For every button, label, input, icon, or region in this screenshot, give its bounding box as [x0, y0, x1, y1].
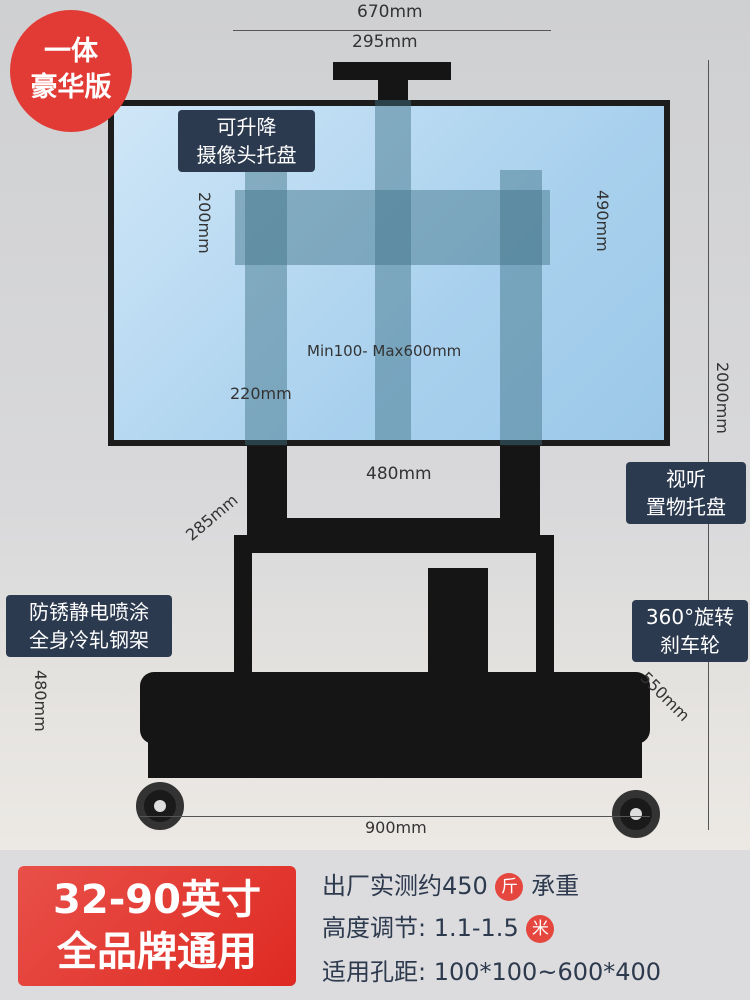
label-text: 刹车轮	[660, 633, 720, 657]
label-wheels: 360°旋转刹车轮	[632, 600, 748, 662]
wheel-left	[136, 782, 184, 830]
left-upright-ghost	[245, 170, 287, 445]
dim-490: 490mm	[593, 190, 612, 252]
dim-line-670	[233, 30, 551, 31]
dim-200: 200mm	[195, 192, 214, 254]
promo-line2: 全品牌通用	[57, 929, 257, 975]
spec-height: 高度调节: 1.1-1.5 米	[322, 908, 555, 943]
dim-220: 220mm	[230, 384, 292, 403]
dim-vesa-range: Min100- Max600mm	[307, 342, 462, 360]
unit-badge: 斤	[495, 873, 524, 901]
dim-670: 670mm	[357, 2, 423, 22]
dim-480-shelf: 480mm	[366, 464, 432, 484]
dim-line-900	[140, 816, 650, 817]
spec-text: 高度调节: 1.1-1.5	[322, 914, 519, 942]
vesa-bracket-ghost	[235, 190, 550, 265]
camera-tray	[333, 62, 451, 80]
label-av-tray: 视听置物托盘	[626, 462, 746, 524]
label-text: 全身冷轧钢架	[29, 628, 149, 652]
label-camera-tray: 可升降摄像头托盘	[178, 110, 315, 172]
label-frame: 防锈静电喷涂全身冷轧钢架	[6, 595, 172, 657]
dim-900: 900mm	[365, 818, 427, 837]
spec-text: 出厂实测约450	[322, 872, 488, 900]
dim-line-2000	[708, 60, 709, 830]
label-text: 可升降	[216, 115, 277, 139]
badge-line2: 豪华版	[30, 72, 112, 103]
badge-line1: 一体	[44, 36, 98, 67]
right-upright-ghost	[500, 170, 542, 445]
center-pole-ghost	[375, 100, 411, 440]
label-text: 摄像头托盘	[196, 143, 297, 167]
spec-text: 适用孔距: 100*100~600*400	[322, 958, 662, 986]
deluxe-badge: 一体豪华版	[10, 10, 132, 132]
spec-vesa: 适用孔距: 100*100~600*400	[322, 952, 661, 987]
unit-badge: 米	[526, 915, 555, 943]
label-text: 视听	[666, 467, 706, 491]
dim-295: 295mm	[352, 32, 418, 52]
base-bar	[148, 740, 642, 778]
wheel-right	[612, 790, 660, 838]
spec-load: 出厂实测约450 斤 承重	[322, 866, 579, 901]
base-plate	[140, 672, 650, 744]
promo-line1: 32-90英寸	[53, 877, 261, 923]
spec-suffix: 承重	[531, 872, 580, 900]
dim-2000: 2000mm	[713, 362, 732, 434]
label-text: 360°旋转	[645, 605, 735, 629]
dim-480-base: 480mm	[31, 670, 50, 732]
compatibility-box: 32-90英寸全品牌通用	[18, 866, 296, 986]
label-text: 防锈静电喷涂	[29, 600, 149, 624]
label-text: 置物托盘	[646, 495, 726, 519]
